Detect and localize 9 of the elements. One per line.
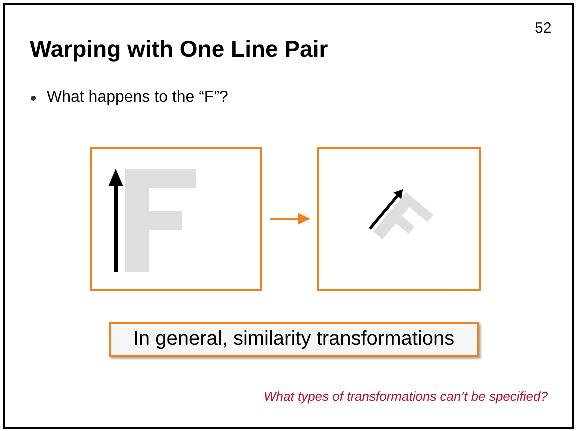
text-box xyxy=(109,322,479,357)
question-note: What types of transformations can’t be specified? xyxy=(264,389,548,404)
image-panel xyxy=(90,147,262,291)
box-text: In general, similarity transformations xyxy=(133,328,455,351)
arrow xyxy=(270,213,310,225)
page-number: 52 xyxy=(535,20,552,37)
image-panel xyxy=(317,147,481,291)
bullet-text: What happens to the “F”? xyxy=(47,89,228,107)
slide-title: Warping with One Line Pair xyxy=(30,36,328,63)
